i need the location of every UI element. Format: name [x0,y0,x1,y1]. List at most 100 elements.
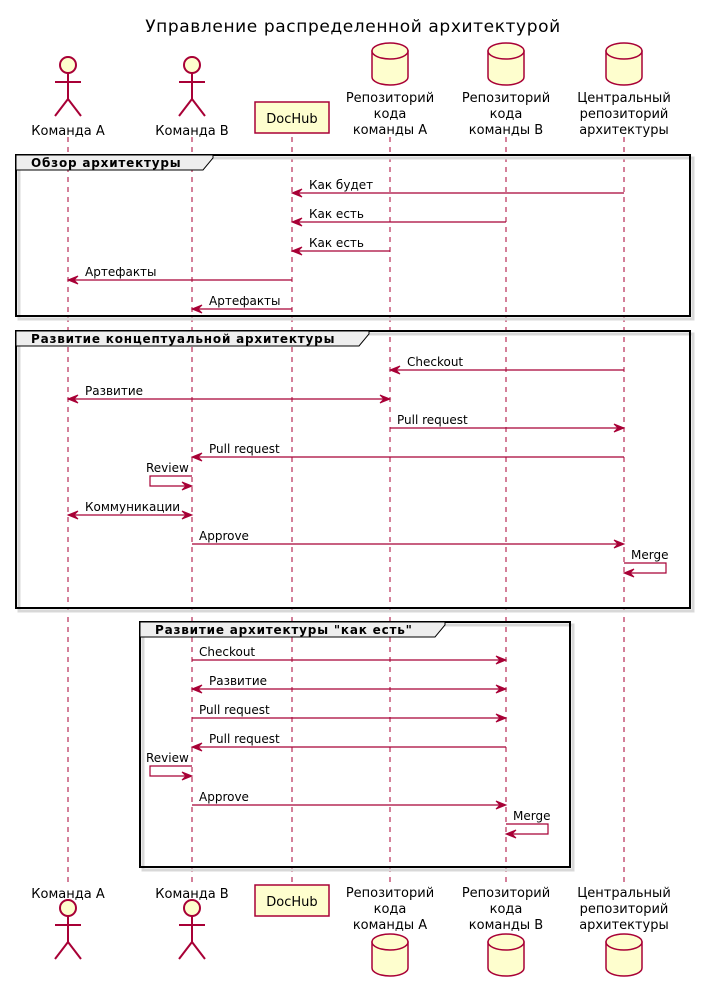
group-title: Обзор архитектуры [31,156,181,170]
message-arrow: Как будет [290,178,624,198]
message-label: Pull request [199,703,270,717]
message-label: Merge [513,809,550,823]
message-label: Checkout [407,355,463,369]
message-label: Артефакты [209,294,281,308]
actor-icon [54,56,82,117]
group-title: Развитие концептуальной архитектуры [31,332,335,346]
participant-a-top: Команда А [31,56,105,139]
participant-d-top: DocHub [254,101,330,134]
message-label: Pull request [397,413,468,427]
database-icon [605,933,643,977]
participant-label: DocHub [266,112,317,127]
message-label: Развитие [209,674,267,688]
message-label: Pull request [209,442,280,456]
participant-box [254,101,330,134]
message-arrow: Артефакты [190,294,292,314]
message-label: Review [146,461,189,475]
message-arrow: Merge [504,809,550,839]
database-icon [371,933,409,977]
message-label: Развитие [85,384,143,398]
message-label: Как будет [309,178,373,192]
participant-label: Репозиторий [346,886,434,901]
actor-icon [178,56,206,117]
message-arrow: Коммуникации [66,500,194,520]
message-label: Approve [199,529,249,543]
participant-label: Команда B [155,124,228,139]
diagram-title: Управление распределенной архитектурой [145,17,561,37]
participant-label: DocHub [266,895,317,910]
participant-label: Команда А [31,124,105,139]
message-label: Pull request [209,732,280,746]
participant-d-bottom: DocHub [254,884,330,917]
message-arrow: Approve [192,529,626,549]
participant-label: команды B [469,123,543,138]
actor-icon [54,899,82,960]
message-arrow: Pull request [192,703,508,723]
participant-label: команды А [353,918,427,933]
participant-label: Центральный [577,886,671,901]
participant-label: кода [374,902,407,917]
group-frame: Развитие концептуальной архитектуры [15,330,695,613]
participant-label: Центральный [577,91,671,106]
message-label: Как есть [309,207,364,221]
participant-label: Репозиторий [346,91,434,106]
lifelines [67,137,625,882]
message-label: Review [146,751,189,765]
participant-label: команды B [469,918,543,933]
message-label: Коммуникации [85,500,180,514]
participant-b-bottom: Команда B [155,887,229,960]
group-frame: Обзор архитектуры [15,154,695,321]
message-arrow: Pull request [390,413,626,433]
group-title: Развитие архитектуры "как есть" [155,623,413,637]
participant-label: репозиторий [580,107,669,122]
participant-a-bottom: Команда А [31,887,105,960]
participant-b-top: Команда B [155,56,229,139]
message-label: Артефакты [85,265,157,279]
participant-label: кода [490,107,523,122]
message-arrow: Развитие [190,674,508,694]
message-arrow: Как есть [290,236,390,256]
participant-label: кода [490,902,523,917]
message-arrow: Checkout [192,645,508,665]
message-arrow: Approve [192,790,508,810]
group-frame: Развитие архитектуры "как есть" [139,621,575,872]
message-arrow: Checkout [388,355,624,375]
participant-box [254,884,330,917]
participant-label: Репозиторий [462,91,550,106]
actor-icon [178,899,206,960]
message-label: Merge [631,548,668,562]
message-arrow: Развитие [66,384,392,404]
participant-label: кода [374,107,407,122]
participant-label: архитектуры [579,123,669,138]
message-arrow: Pull request [190,442,624,462]
database-icon [487,42,525,86]
participant-label: репозиторий [580,902,669,917]
participants: Команда А Команда А Команда B Команда B DocH… [31,42,671,977]
database-icon [487,933,525,977]
participant-label: архитектуры [579,918,669,933]
message-arrow: Review [146,461,194,491]
database-icon [605,42,643,86]
participant-label: Команда А [31,887,105,902]
participant-label: команды А [353,123,427,138]
message-label: Checkout [199,645,255,659]
message-arrow: Как есть [290,207,506,227]
message-arrow: Review [146,751,194,781]
message-arrow: Merge [622,548,668,578]
message-label: Approve [199,790,249,804]
participant-label: Команда B [155,887,228,902]
database-icon [371,42,409,86]
message-arrow: Артефакты [66,265,292,285]
participant-label: Репозиторий [462,886,550,901]
message-arrow: Pull request [190,732,506,752]
message-label: Как есть [309,236,364,250]
